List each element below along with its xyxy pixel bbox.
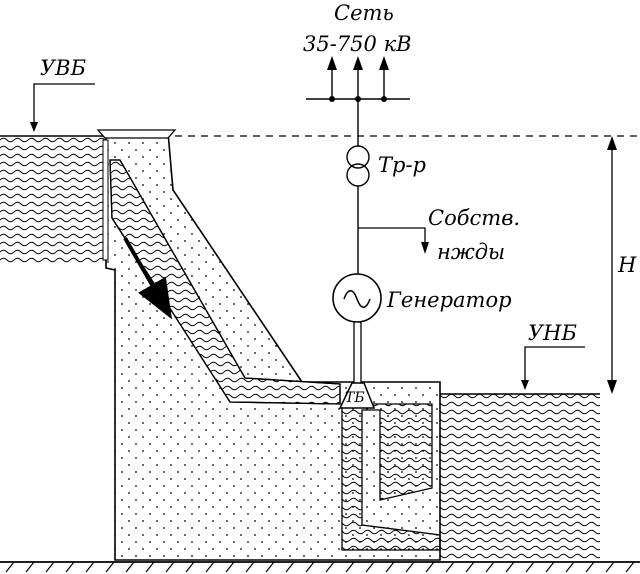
upper-level-label: УВБ [40, 56, 87, 80]
upstream-water [0, 136, 106, 264]
grid-feeder-arrows [327, 56, 389, 70]
lower-level-marker-arrow [521, 380, 529, 390]
head-label: H [618, 253, 637, 277]
turbine-label: ТБ [345, 390, 365, 406]
generator-label: Генератор [387, 288, 512, 312]
lower-level-label: УНБ [528, 321, 577, 345]
flow-arrow [123, 236, 173, 320]
upper-level-marker [33, 83, 95, 128]
grid-voltage: 35-750 кВ [303, 32, 412, 56]
generator-sine-icon [343, 290, 371, 308]
ground-hatch [5, 561, 635, 573]
draft-tube [341, 403, 441, 551]
turbine [338, 382, 376, 409]
aux-branch-arrow [421, 242, 429, 254]
lower-level-marker [524, 346, 585, 386]
grid-title: Сеть [334, 1, 394, 25]
aux-label-line1: Собств. [428, 206, 521, 230]
head-arrow-top [607, 136, 617, 150]
aux-label-line2: нжды [437, 240, 506, 264]
intake-gate [102, 139, 109, 261]
upper-level-marker-arrow [30, 122, 38, 132]
shaft [353, 321, 362, 385]
intake-funnel [96, 129, 177, 139]
transformer-label: Тр-р [378, 153, 426, 177]
head-arrow-bottom [607, 380, 617, 394]
downstream-water [440, 394, 600, 562]
aux-branch [358, 227, 426, 246]
transformer-winding-top [346, 145, 370, 169]
grid-feeders [331, 66, 385, 99]
